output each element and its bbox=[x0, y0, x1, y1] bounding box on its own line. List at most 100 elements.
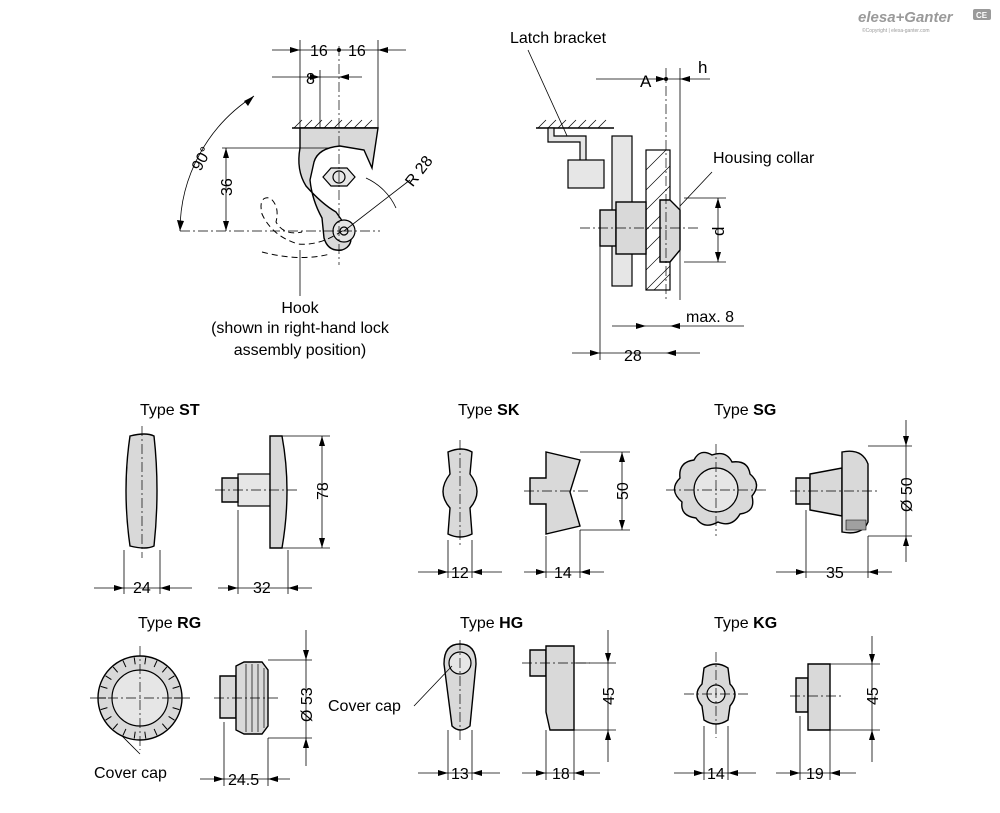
bracket-nut bbox=[567, 159, 605, 189]
rotation-arc bbox=[179, 95, 255, 232]
center-dot bbox=[337, 48, 341, 52]
dim-16-right: 16 bbox=[348, 43, 366, 60]
dim-36: 36 bbox=[219, 178, 236, 196]
hg-width-side: 18 bbox=[552, 766, 570, 783]
rg-cover-cap-label: Cover cap bbox=[94, 765, 167, 782]
rg-cover-cap-leader bbox=[121, 735, 141, 755]
rg-knurl-tooth bbox=[133, 731, 136, 739]
hook-note-line-2: (shown in right-hand lock bbox=[211, 320, 390, 337]
rg-knurl-tooth bbox=[112, 723, 119, 730]
hg-cover-cap-label: Cover cap bbox=[328, 698, 401, 715]
dim-8: 8 bbox=[306, 71, 315, 88]
rg-diameter: Ø 53 bbox=[299, 687, 316, 722]
type-rg-title: Type RG bbox=[138, 615, 201, 632]
st-height: 78 bbox=[315, 482, 332, 500]
st-width-front: 24 bbox=[133, 580, 151, 597]
housing-collar-label: Housing collar bbox=[713, 150, 815, 167]
hg-lever-side bbox=[545, 645, 575, 731]
bracket-hatching bbox=[537, 119, 607, 129]
kg-height: 45 bbox=[865, 687, 882, 705]
hook-rotated-phantom bbox=[260, 197, 343, 245]
type-hg-view: Type HG Cover cap 45 13 18 bbox=[328, 615, 618, 783]
type-sk-view: Type SK 50 12 14 bbox=[418, 402, 632, 582]
kg-width-front: 14 bbox=[707, 766, 725, 783]
latch-bracket-leader bbox=[527, 49, 569, 139]
sg-shaft bbox=[809, 467, 843, 517]
ref-h-label: h bbox=[698, 58, 707, 77]
radius-label: R 28 bbox=[402, 153, 436, 190]
rg-knurl-tooth bbox=[144, 657, 147, 665]
rg-knurl-tooth bbox=[161, 666, 168, 673]
latch-bracket-label: Latch bracket bbox=[510, 30, 607, 47]
type-hg-title: Type HG bbox=[460, 615, 523, 632]
dim-d: d bbox=[709, 227, 728, 236]
ref-a-label: A bbox=[640, 72, 652, 91]
hg-cover-cap-leader bbox=[413, 665, 453, 707]
rg-knurl-tooth bbox=[168, 675, 175, 681]
arc-arrow-low bbox=[177, 220, 184, 231]
radius-leader bbox=[343, 179, 411, 232]
kg-knob-side bbox=[807, 663, 831, 731]
dim-28: 28 bbox=[624, 348, 642, 365]
hook-detail-view: 90° R 28 16 16 8 36 Hook (shown in right… bbox=[177, 40, 437, 359]
rg-knurl-tooth bbox=[133, 657, 136, 665]
rg-knurl-tooth bbox=[105, 675, 112, 681]
brand-logo: elesa+Ganter ©Copyright | elesa-ganter.c… bbox=[858, 9, 991, 34]
rg-width-side: 24.5 bbox=[228, 772, 259, 789]
sg-knob-side bbox=[841, 450, 869, 534]
rg-knurl-tooth bbox=[153, 728, 158, 736]
rg-knurl-tooth bbox=[168, 715, 175, 721]
type-kg-view: Type KG 45 14 19 bbox=[674, 615, 882, 783]
rg-knurl-tooth bbox=[153, 660, 158, 668]
rg-knurl-tooth bbox=[100, 707, 108, 711]
rg-knurl-tooth bbox=[161, 723, 168, 730]
radius-arc bbox=[365, 177, 397, 209]
kg-width-side: 19 bbox=[806, 766, 824, 783]
hg-height: 45 bbox=[601, 687, 618, 705]
rg-knurl-tooth bbox=[112, 666, 119, 673]
hook-note-line-3: assembly position) bbox=[234, 342, 367, 359]
hook-note-line-1: Hook bbox=[281, 300, 319, 317]
assembly-section-view: Latch bracket Housing collar bbox=[510, 30, 815, 365]
surface-hatching bbox=[293, 119, 373, 129]
angle-label: 90° bbox=[189, 144, 215, 173]
sg-diameter: Ø 50 bbox=[899, 477, 916, 512]
type-st-view: Type ST 78 24 32 bbox=[94, 402, 332, 597]
housing-collar-part bbox=[659, 199, 681, 263]
rg-knurl-tooth bbox=[122, 728, 127, 736]
rg-knurl-tooth bbox=[144, 731, 147, 739]
rg-cover-cap bbox=[219, 675, 237, 719]
rg-knurl-tooth bbox=[122, 660, 127, 668]
brand-copyright: ©Copyright | elesa-ganter.com bbox=[862, 27, 930, 34]
st-knob-front bbox=[125, 433, 158, 549]
sg-cutaway-hatch bbox=[845, 519, 867, 531]
sg-width-side: 35 bbox=[826, 565, 844, 582]
type-rg-view: Type RG Cover cap Ø 53 24.5 bbox=[90, 615, 316, 789]
sk-knob-side bbox=[529, 451, 581, 535]
arc-arrow-high bbox=[244, 96, 254, 106]
rg-knurl-tooth bbox=[172, 707, 180, 711]
hook-swing-phantom bbox=[261, 251, 331, 259]
sk-width-front: 12 bbox=[451, 565, 469, 582]
sk-knob-front bbox=[442, 448, 478, 538]
type-sg-title: Type SG bbox=[714, 402, 776, 419]
sk-height: 50 bbox=[615, 482, 632, 500]
type-sk-title: Type SK bbox=[458, 402, 520, 419]
type-sg-view: Type SG Ø 50 35 bbox=[666, 402, 916, 582]
kg-cover-cap bbox=[795, 677, 809, 713]
ce-badge-icon bbox=[973, 9, 991, 20]
housing-collar-leader bbox=[679, 171, 713, 207]
rg-knurl-tooth bbox=[105, 715, 112, 721]
type-kg-title: Type KG bbox=[714, 615, 777, 632]
hg-width-front: 13 bbox=[451, 766, 469, 783]
sk-width-side: 14 bbox=[554, 565, 572, 582]
rg-knurl-teeth bbox=[99, 657, 181, 739]
st-knob-side bbox=[269, 435, 288, 549]
brand-name: elesa+Ganter bbox=[858, 9, 954, 26]
st-width-side: 32 bbox=[253, 580, 271, 597]
rg-knurl-tooth bbox=[172, 685, 180, 689]
dim-16-left: 16 bbox=[310, 43, 328, 60]
type-st-title: Type ST bbox=[140, 402, 200, 419]
